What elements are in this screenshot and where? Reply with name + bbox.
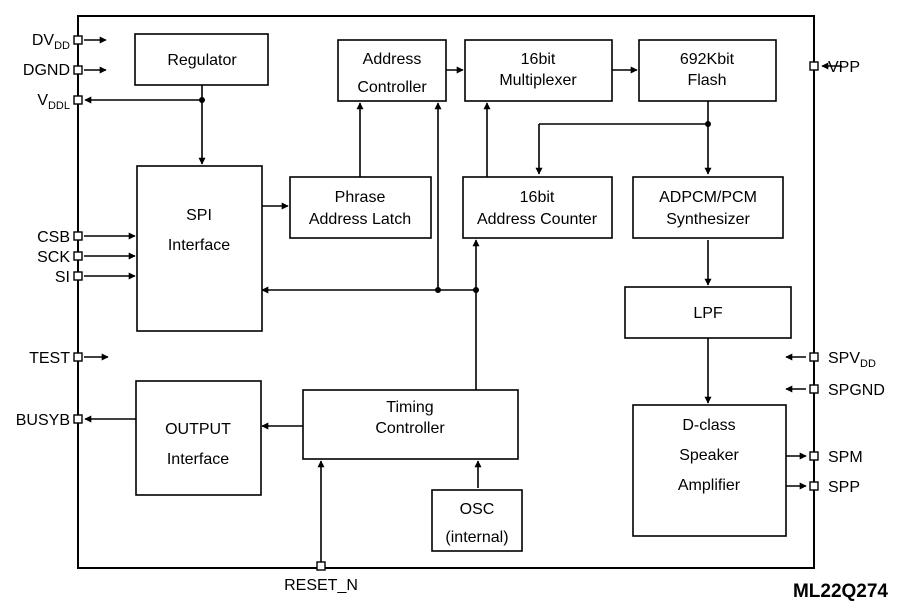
phrase-latch-label-1: Phrase <box>335 189 386 206</box>
multiplexer-label-1: 16bit <box>521 51 556 68</box>
spi-interface-block: SPI Interface <box>136 165 263 332</box>
synthesizer-block: ADPCM/PCM Synthesizer <box>632 176 784 239</box>
speaker-amplifier-block: D-class Speaker Amplifier <box>632 404 787 537</box>
flash-label-2: Flash <box>687 72 726 89</box>
pin-vddl-label: VDDL <box>37 92 70 112</box>
amplifier-label-1: D-class <box>682 417 735 434</box>
spi-label-1: SPI <box>186 207 212 224</box>
address-counter-label-1: 16bit <box>520 189 555 206</box>
phrase-address-latch-block: Phrase Address Latch <box>289 176 432 239</box>
output-label-1: OUTPUT <box>165 421 231 438</box>
flash-block: 692Kbit Flash <box>638 39 777 102</box>
osc-label-2: (internal) <box>445 529 508 546</box>
spi-label-2: Interface <box>168 237 230 254</box>
phrase-latch-label-2: Address Latch <box>309 211 411 228</box>
part-number: ML22Q274 <box>793 581 888 602</box>
synthesizer-label-2: Synthesizer <box>666 211 750 228</box>
chip-outline <box>77 15 815 569</box>
timing-label-1: Timing <box>386 399 433 416</box>
address-controller-label-2: Controller <box>357 79 427 96</box>
pin-spm-label: SPM <box>828 449 863 466</box>
regulator-label: Regulator <box>167 52 237 69</box>
amplifier-label-3: Amplifier <box>678 477 741 494</box>
address-controller-label-1: Address <box>363 51 422 68</box>
address-controller-block: Address Controller <box>337 39 447 102</box>
multiplexer-label-2: Multiplexer <box>499 72 577 89</box>
pin-spp-label: SPP <box>828 479 860 496</box>
pin-spvdd-label: SPVDD <box>828 350 876 370</box>
pin-dgnd-label: DGND <box>23 62 70 79</box>
pin-dvdd-label: DVDD <box>32 32 70 52</box>
address-counter-block: 16bit Address Counter <box>462 176 613 239</box>
multiplexer-block: 16bit Multiplexer <box>464 39 613 102</box>
regulator-block: Regulator <box>134 33 269 86</box>
flash-label-1: 692Kbit <box>680 51 735 68</box>
pin-reset-n-label: RESET_N <box>284 577 358 594</box>
output-interface-block: OUTPUT Interface <box>135 380 262 496</box>
pin-si-label: SI <box>55 269 70 286</box>
lpf-block: LPF <box>624 286 792 339</box>
pin-spgnd-label: SPGND <box>828 382 885 399</box>
synthesizer-label-1: ADPCM/PCM <box>659 189 757 206</box>
pin-squares <box>73 35 819 571</box>
timing-controller-block: Timing Controller <box>302 389 519 460</box>
pin-vpp-label: VPP <box>828 59 860 76</box>
output-label-2: Interface <box>167 451 229 468</box>
signal-wires <box>84 36 842 562</box>
pin-csb-label: CSB <box>37 229 70 246</box>
pin-sck-label: SCK <box>37 249 70 266</box>
pin-busyb-label: BUSYB <box>16 412 70 429</box>
lpf-label: LPF <box>693 305 723 322</box>
timing-label-2: Controller <box>375 420 445 437</box>
amplifier-label-2: Speaker <box>679 447 739 464</box>
osc-block: OSC (internal) <box>431 489 523 552</box>
osc-label-1: OSC <box>460 501 495 518</box>
pin-test-label: TEST <box>29 350 70 367</box>
address-counter-label-2: Address Counter <box>477 211 598 228</box>
